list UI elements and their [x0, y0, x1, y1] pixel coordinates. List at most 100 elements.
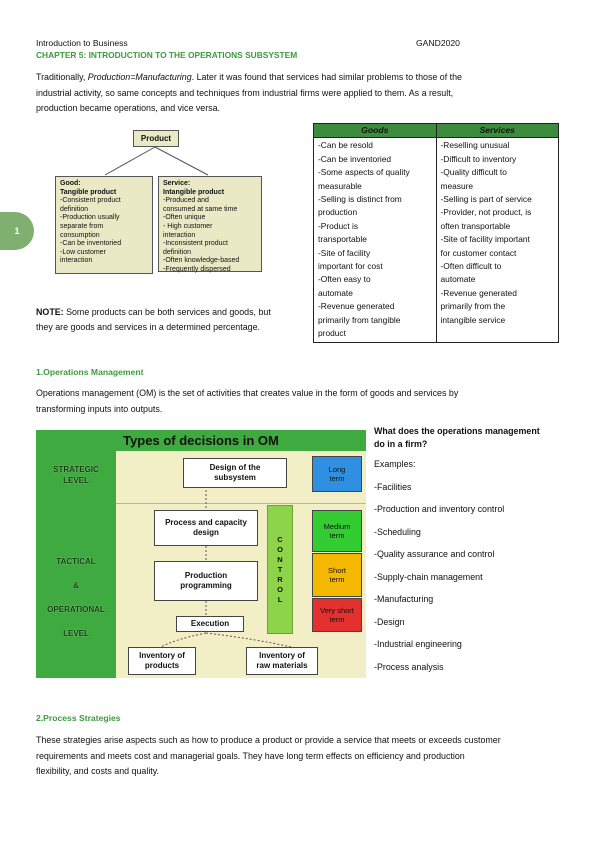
intro-line1-pre: Traditionally,: [36, 72, 88, 82]
inv-raw-line1: Inventory of: [259, 651, 305, 660]
intro-line1-post: . Later it was found that services had s…: [191, 72, 462, 82]
note: NOTE: Some products can be both services…: [36, 305, 306, 334]
control-letter: N: [277, 554, 283, 564]
goods-cell-line: automate: [318, 287, 353, 298]
goods-item: consumption: [60, 231, 100, 239]
service-item: -Often unique: [163, 214, 206, 222]
course-code: GAND2020: [416, 38, 460, 48]
inv-raw-line2: raw materials: [256, 661, 308, 670]
service-item: definition: [163, 248, 192, 256]
om-diagram-title: Types of decisions in OM: [36, 430, 366, 451]
goods-title1: Good:: [60, 180, 81, 187]
service-item: - High customer: [163, 222, 213, 230]
om-example-item: -Design: [374, 616, 405, 627]
services-column: -Reselling unusual -Difficult to inventor…: [435, 137, 559, 343]
design-line1: Design of the: [209, 463, 261, 472]
tactical-label-4: LEVEL: [63, 629, 89, 638]
strategic-level-band: STRATEGIC LEVEL: [36, 451, 116, 504]
note-label: NOTE:: [36, 307, 64, 317]
service-title1: Service:: [163, 180, 191, 187]
goods-cell-line: important for cost: [318, 261, 383, 272]
design-line2: subsystem: [214, 473, 256, 482]
om-examples-list: -Facilities-Production and inventory con…: [374, 482, 574, 685]
goods-column: -Can be resold -Can be inventoried -Some a…: [313, 137, 437, 343]
services-cell-line: -Reselling unusual: [440, 140, 510, 151]
goods-cell-line: primarily from tangible: [318, 314, 401, 325]
tactical-label-2: &: [73, 581, 79, 590]
note-line1: Some products can be both services and g…: [63, 307, 271, 317]
goods-title2: Tangible product: [60, 188, 117, 196]
services-cell-line: -Quality difficult to: [440, 167, 507, 178]
section1-heading: 1.Operations Management: [36, 367, 144, 377]
services-cell-line: -Often difficult to: [440, 261, 502, 272]
goods-cell-line: transportable: [318, 234, 367, 245]
service-item: consumed at same time: [163, 205, 238, 213]
om-decisions-diagram: Types of decisions in OM STRATEGIC LEVEL…: [36, 430, 366, 678]
process-line2: design: [193, 528, 219, 537]
intro-italic: Production=Manufacturing: [87, 72, 192, 82]
section2-heading: 2.Process Strategies: [36, 713, 121, 723]
om-example-item: -Quality assurance and control: [374, 549, 495, 559]
service-node: Service: Intangible product -Produced an…: [158, 176, 262, 274]
services-cell-line: -Revenue generated: [440, 287, 517, 298]
services-cell-line: intangible service: [440, 314, 506, 325]
section2-line3: flexibility, and costs and quality.: [36, 766, 159, 776]
inv-products-line2: products: [144, 661, 180, 670]
inv-products-line1: Inventory of: [139, 651, 185, 660]
goods-item: definition: [60, 205, 89, 213]
section1-paragraph: Operations management (OM) is the set of…: [36, 386, 566, 417]
execution-box: Execution: [176, 616, 244, 632]
om-question-title2: do in a firm?: [374, 439, 428, 449]
product-diagram-connectors: [104, 146, 209, 176]
goods-cell-line: measurable: [318, 180, 362, 191]
services-cell-line: -Provider, not product, is: [440, 207, 532, 218]
goods-item: interaction: [60, 257, 93, 265]
chapter-title: CHAPTER 5: INTRODUCTION TO THE OPERATION…: [36, 50, 298, 60]
services-cell-line: automate: [440, 274, 476, 285]
services-cell-line: primarily from the: [440, 301, 506, 312]
services-cell-line: -Difficult to inventory: [440, 153, 517, 164]
strategic-label-1: STRATEGIC: [53, 465, 99, 474]
om-example-item: -Process analysis: [374, 661, 444, 672]
om-connectors: [160, 486, 292, 648]
om-question-title1: What does the operations management: [374, 426, 540, 436]
goods-cell-line: -Product is: [318, 220, 359, 231]
very-short-term-line2: term: [329, 615, 345, 624]
goods-item: -Low customer: [60, 248, 106, 256]
goods-cell-line: -Site of facility: [318, 247, 371, 258]
goods-cell-line: -Some aspects of quality: [318, 167, 410, 178]
om-question-panel: What does the operations management do i…: [374, 425, 574, 684]
om-example-item: -Scheduling: [374, 526, 421, 537]
goods-cell-line: -Can be inventoried: [318, 153, 392, 164]
goods-node: Good: Tangible product -Consistent produ…: [55, 176, 153, 274]
very-short-term-line1: Very short: [320, 606, 354, 615]
production-line2: programming: [180, 581, 232, 590]
section2-line1: These strategies arise aspects such as h…: [36, 735, 501, 745]
goods-cell-line: -Can be resold: [318, 140, 373, 151]
section2-line2: requirements and meets cost and manageri…: [36, 750, 465, 761]
services-cell-line: -Site of facility important: [440, 234, 530, 245]
service-item: -Inconsistent product: [163, 240, 228, 248]
long-term-line1: Long: [328, 465, 346, 474]
examples-label: Examples:: [374, 459, 416, 469]
control-letter: O: [277, 584, 283, 594]
om-example-item: -Supply-chain management: [374, 571, 483, 582]
control-letter: L: [277, 594, 283, 604]
note-line2: they are goods and services in a determi…: [36, 321, 260, 332]
short-term-line2: term: [329, 575, 345, 584]
section2-paragraph: These strategies arise aspects such as h…: [36, 733, 576, 780]
goods-item: separate from: [60, 222, 104, 230]
control-letter: O: [277, 544, 283, 554]
om-example-item: -Manufacturing: [374, 594, 434, 604]
tactical-label-3: OPERATIONAL: [47, 605, 105, 614]
table-header-services: Services: [435, 122, 559, 139]
section1-line2: transforming inputs into outputs.: [36, 403, 163, 414]
goods-item: -Consistent product: [60, 197, 121, 205]
